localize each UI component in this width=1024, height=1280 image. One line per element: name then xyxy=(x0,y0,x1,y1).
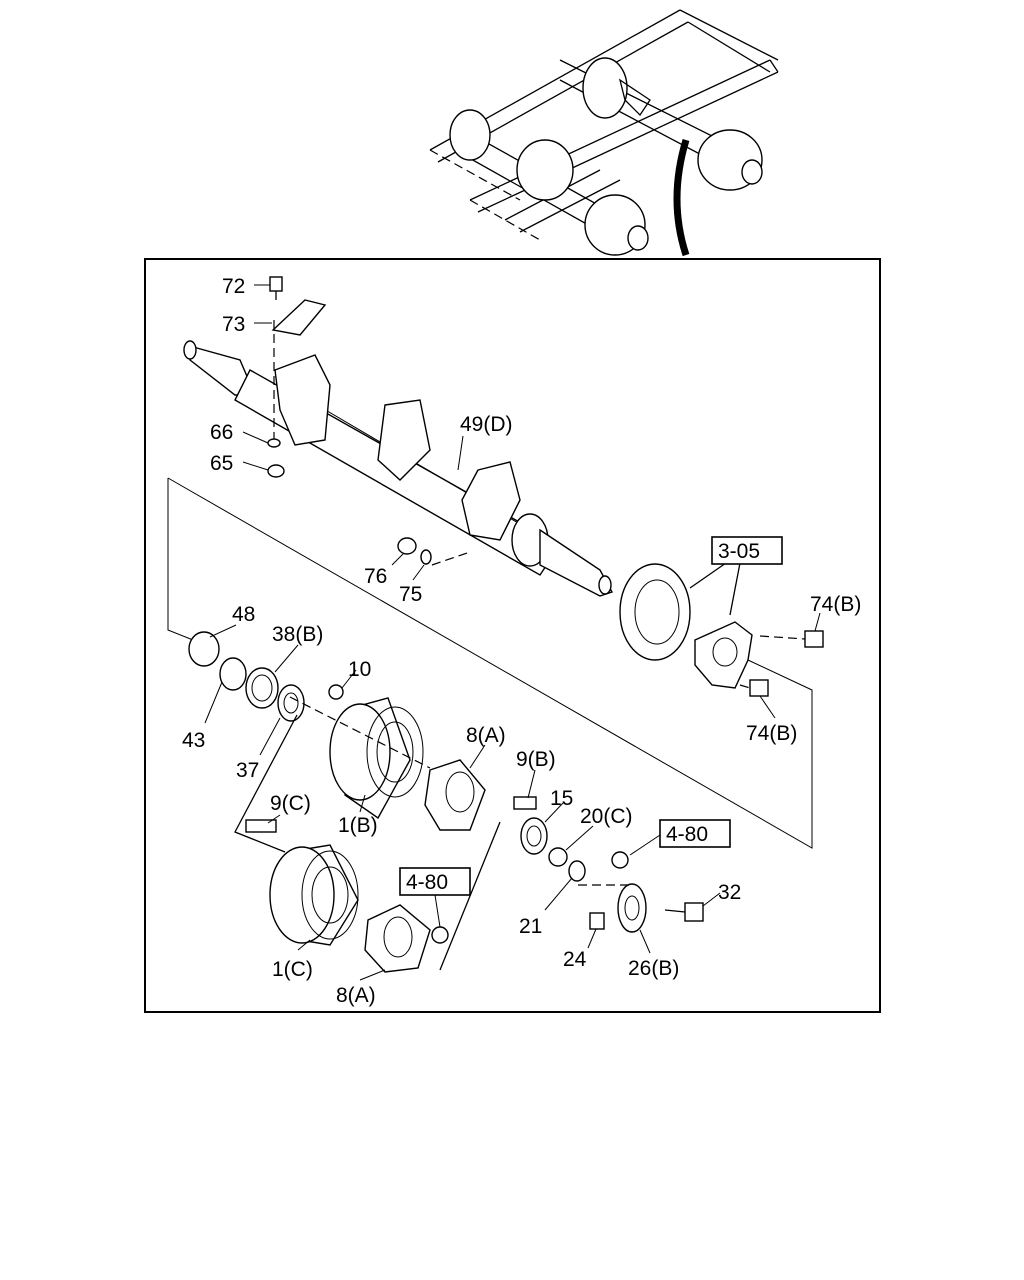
label-48: 48 xyxy=(232,603,255,626)
label-72: 72 xyxy=(222,275,245,298)
label-4-80-right: 4-80 xyxy=(666,823,708,846)
label-65: 65 xyxy=(210,452,233,475)
leader-lines xyxy=(204,284,821,981)
label-76: 76 xyxy=(364,565,387,588)
drum-1b-drawing xyxy=(188,631,704,971)
label-1c: 1(C) xyxy=(272,958,313,981)
label-1b: 1(B) xyxy=(338,814,378,837)
label-8a-top: 8(A) xyxy=(466,724,506,747)
drum-1c-drawing xyxy=(245,819,449,973)
label-43: 43 xyxy=(182,729,205,752)
label-20c: 20(C) xyxy=(580,805,633,828)
label-4-80-left: 4-80 xyxy=(406,871,448,894)
exploded-view-frame xyxy=(144,258,881,1013)
label-3-05: 3-05 xyxy=(718,540,760,563)
axle-housing-drawing xyxy=(183,276,614,597)
label-15: 15 xyxy=(550,787,573,810)
label-74b-bottom: 74(B) xyxy=(746,722,797,745)
label-8a-bottom: 8(A) xyxy=(336,984,376,1007)
label-37: 37 xyxy=(236,759,259,782)
label-49d: 49(D) xyxy=(460,413,513,436)
label-26b: 26(B) xyxy=(628,957,679,980)
label-66: 66 xyxy=(210,421,233,444)
ref-box-4-80-right[interactable] xyxy=(659,819,731,848)
vehicle-frame-overview xyxy=(429,9,779,257)
ref-box-3-05[interactable] xyxy=(711,536,783,565)
label-38b: 38(B) xyxy=(272,623,323,646)
label-9c: 9(C) xyxy=(270,792,311,815)
label-75: 75 xyxy=(399,583,422,606)
label-9b: 9(B) xyxy=(516,748,556,771)
label-74b-top: 74(B) xyxy=(810,593,861,616)
brake-backing-plate-drawing xyxy=(619,562,824,697)
label-73: 73 xyxy=(222,313,245,336)
label-10: 10 xyxy=(348,658,371,681)
label-21: 21 xyxy=(519,915,542,938)
label-32: 32 xyxy=(718,881,741,904)
label-24: 24 xyxy=(563,948,587,971)
